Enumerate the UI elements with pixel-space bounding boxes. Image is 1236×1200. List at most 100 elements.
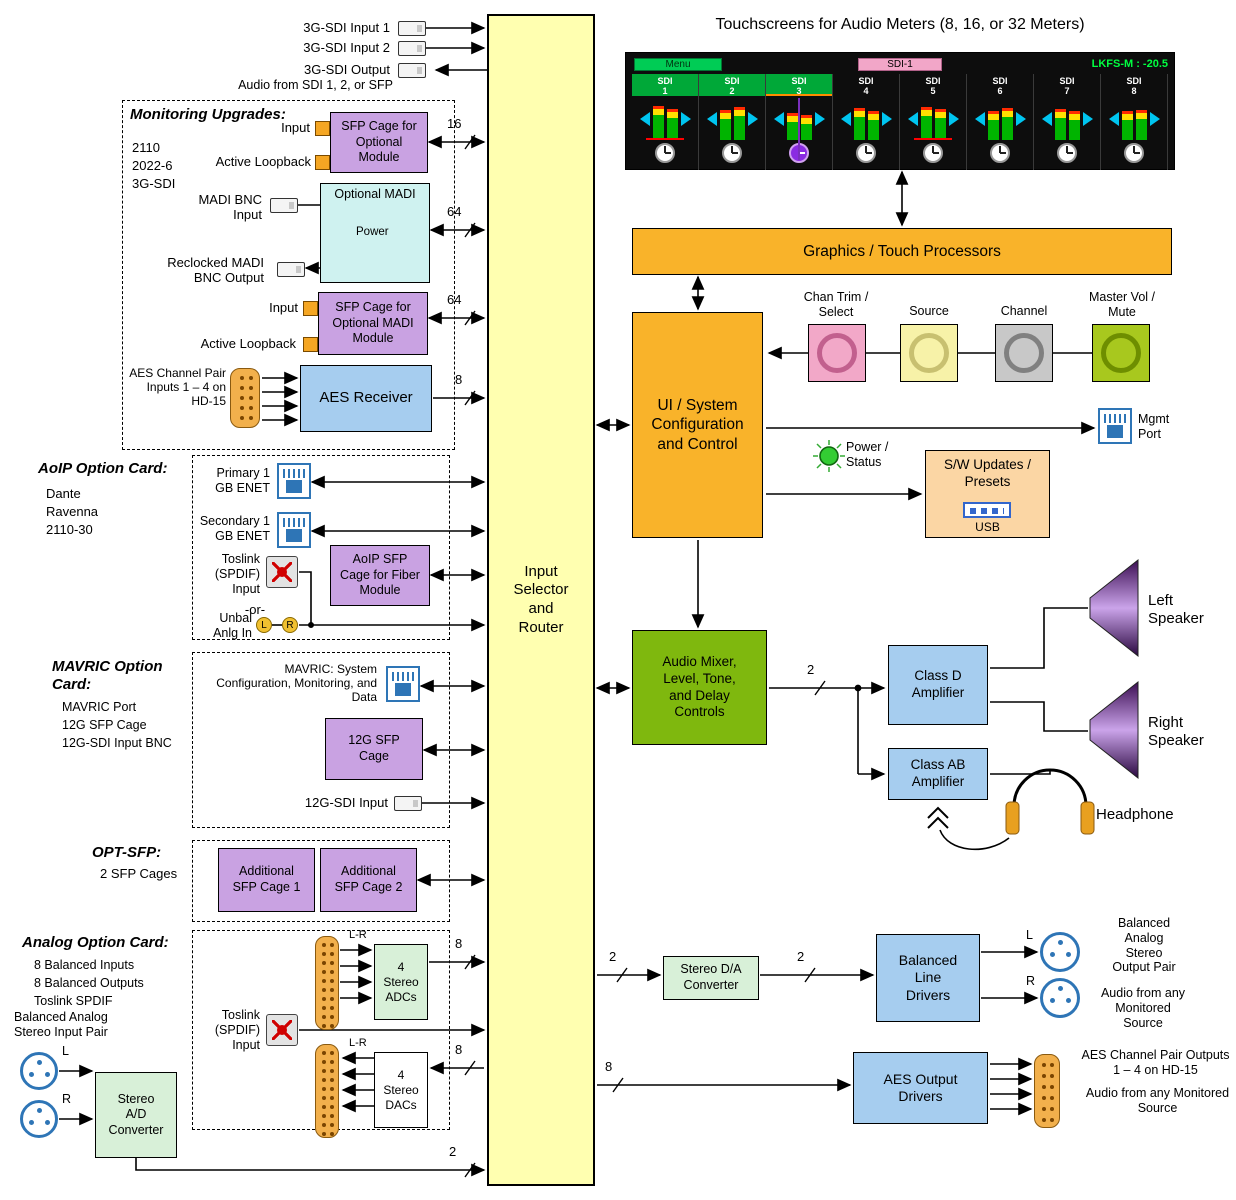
clock-icon[interactable] bbox=[1124, 143, 1144, 163]
balanced-line-drivers: Balanced Line Drivers bbox=[876, 934, 980, 1022]
aes-output-hd15-connector-icon bbox=[1034, 1054, 1060, 1128]
unbal-left-jack-icon: L bbox=[256, 617, 272, 633]
mavric-card-group bbox=[192, 652, 450, 828]
chan-trim-knob[interactable] bbox=[808, 324, 866, 382]
source-knob[interactable] bbox=[900, 324, 958, 382]
mavric-item: MAVRIC Port bbox=[62, 700, 137, 714]
aoip-item: Dante bbox=[46, 486, 81, 501]
bus-width: 8 bbox=[455, 936, 463, 951]
clock-icon[interactable] bbox=[856, 143, 876, 163]
sdi-input2-connector-icon bbox=[398, 41, 426, 56]
lkfs-readout: LKFS-M : -20.5 bbox=[1091, 58, 1168, 70]
monitored-source-label: Audio from any Monitored Source bbox=[1100, 986, 1186, 1030]
madi-bnc-output-icon bbox=[277, 262, 305, 277]
power-status-label: Power / Status bbox=[846, 440, 889, 469]
12g-sfp-cage: 12G SFP Cage bbox=[325, 718, 423, 780]
xlr-output-right-icon bbox=[1040, 978, 1080, 1018]
aoip-item: Ravenna bbox=[46, 504, 99, 519]
secondary-enet-port-icon bbox=[277, 512, 311, 548]
mgmt-port-icon bbox=[1098, 408, 1132, 444]
primary-enet-label: Primary 1 GB ENET bbox=[215, 466, 270, 495]
out-l-label: L bbox=[1026, 928, 1033, 942]
madi-input-label: MADI BNC Input bbox=[198, 192, 262, 223]
monitoring-item: 2110 bbox=[132, 140, 160, 155]
menu-button[interactable]: Menu bbox=[634, 58, 722, 71]
headphone-label: Headphone bbox=[1096, 806, 1174, 823]
clock-icon[interactable] bbox=[655, 143, 675, 163]
additional-sfp-cage-2: Additional SFP Cage 2 bbox=[320, 848, 417, 912]
sfp-input-label: Input bbox=[281, 120, 310, 135]
analog-output-connector-icon bbox=[315, 1044, 339, 1138]
meters-title: Touchscreens for Audio Meters (8, 16, or… bbox=[715, 16, 1085, 33]
monitoring-item: 2022-6 bbox=[132, 158, 173, 173]
aoip-title: AoIP Option Card: bbox=[38, 460, 168, 477]
input-selector-router: Input Selector and Router bbox=[487, 14, 595, 1186]
mavric-item: 12G-SDI Input BNC bbox=[62, 736, 172, 750]
analog-item: Toslink SPDIF bbox=[34, 994, 113, 1008]
aes-receiver: AES Receiver bbox=[300, 365, 432, 432]
sfp-input-port-icon bbox=[315, 121, 330, 136]
clock-icon[interactable] bbox=[722, 143, 742, 163]
additional-sfp-cage-1: Additional SFP Cage 1 bbox=[218, 848, 315, 912]
12g-sdi-input-label: 12G-SDI Input bbox=[304, 795, 388, 810]
bus-width: 64 bbox=[447, 292, 462, 307]
sfp-cage-optional-module: SFP Cage for Optional Module bbox=[330, 112, 428, 173]
clock-icon[interactable] bbox=[990, 143, 1010, 163]
sdi-output-label: 3G-SDI Output bbox=[304, 62, 390, 77]
bus-width: 2 bbox=[797, 949, 805, 964]
knob-label-channel: Channel bbox=[1000, 304, 1048, 318]
mavric-item: 12G SFP Cage bbox=[62, 718, 147, 732]
sdi-input1-label: 3G-SDI Input 1 bbox=[303, 20, 390, 35]
out-r-label: R bbox=[1026, 974, 1036, 988]
secondary-enet-label: Secondary 1 GB ENET bbox=[199, 514, 270, 543]
opt-sfp-sub: 2 SFP Cages bbox=[100, 866, 178, 881]
master-vol-knob[interactable] bbox=[1092, 324, 1150, 382]
knob-label-master-vol: Master Vol / Mute bbox=[1089, 290, 1155, 319]
graphics-touch-processors: Graphics / Touch Processors bbox=[632, 228, 1172, 275]
sdi-input2-label: 3G-SDI Input 2 bbox=[303, 40, 390, 55]
xlr-l-label: L bbox=[62, 1044, 69, 1058]
sdi-output-connector-icon bbox=[398, 63, 426, 78]
analog-item: 8 Balanced Outputs bbox=[34, 976, 144, 990]
right-speaker-icon bbox=[1089, 680, 1139, 780]
sfp-madi-loopback-port-icon bbox=[303, 337, 318, 352]
knob-label-chan-trim: Chan Trim / Select bbox=[803, 290, 869, 319]
sfp-loopback-port-icon bbox=[315, 155, 330, 170]
aoip-sfp-cage: AoIP SFP Cage for Fiber Module bbox=[330, 545, 430, 606]
sw-updates-presets: S/W Updates / Presets bbox=[925, 450, 1050, 538]
clock-icon[interactable] bbox=[1057, 143, 1077, 163]
monitoring-title: Monitoring Upgrades: bbox=[130, 106, 286, 123]
toslink-input-icon bbox=[266, 556, 298, 588]
sfp-loopback-label: Active Loopback bbox=[215, 154, 311, 169]
mavric-port-label: MAVRIC: System Configuration, Monitoring… bbox=[216, 662, 377, 705]
headphone-icon bbox=[1005, 768, 1095, 835]
bus-width: 8 bbox=[455, 1042, 463, 1057]
toslink-input-icon bbox=[266, 1014, 298, 1046]
aes-output-pairs-label: AES Channel Pair Outputs 1 – 4 on HD-15 bbox=[1081, 1048, 1230, 1077]
left-speaker-icon bbox=[1089, 558, 1139, 658]
sdi-source-badge[interactable]: SDI-1 bbox=[858, 58, 942, 71]
xlr-input-right-icon bbox=[20, 1100, 58, 1138]
aoip-toslink-label: Toslink (SPDIF) Input bbox=[214, 552, 260, 596]
lr-pair-label: L-R bbox=[349, 1037, 367, 1049]
clock-icon[interactable] bbox=[923, 143, 943, 163]
aoip-card-group bbox=[192, 455, 450, 640]
analog-input-connector-icon bbox=[315, 936, 339, 1030]
class-ab-amplifier: Class AB Amplifier bbox=[888, 748, 988, 800]
madi-power-label: Power bbox=[356, 226, 389, 238]
opt-sfp-title: OPT-SFP: bbox=[92, 844, 162, 861]
sfp-cage-optional-madi-module: SFP Cage for Optional MADI Module bbox=[318, 292, 428, 355]
mavric-title: MAVRIC Option Card: bbox=[52, 658, 163, 693]
bus-width: 16 bbox=[447, 116, 462, 131]
channel-knob[interactable] bbox=[995, 324, 1053, 382]
